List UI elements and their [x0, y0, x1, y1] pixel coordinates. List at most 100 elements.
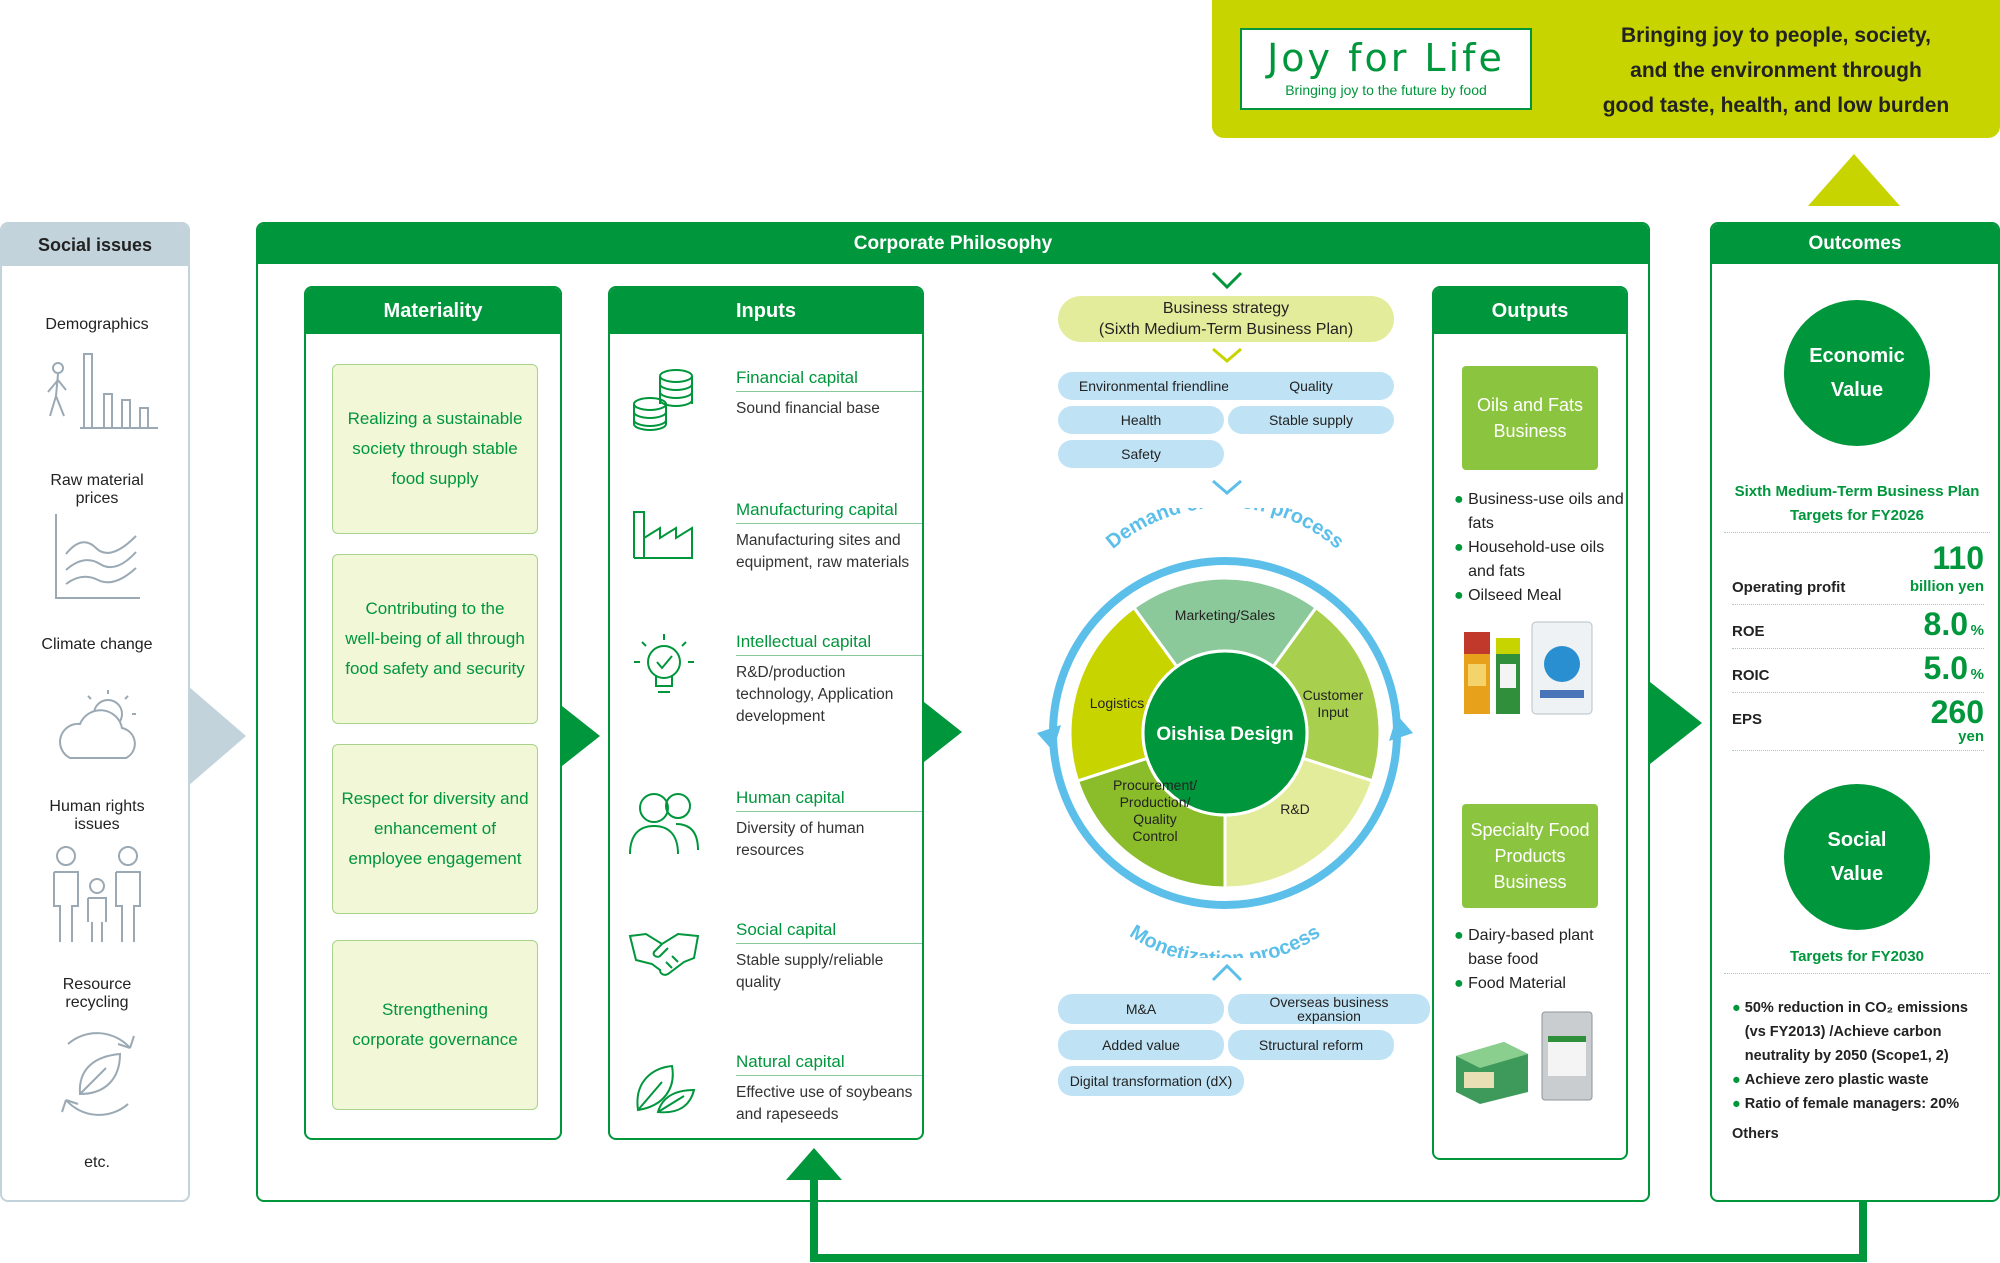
others-label: Others: [1732, 1126, 1779, 1142]
strategy-pill-stable-supply: Stable supply: [1228, 406, 1394, 434]
family-icon: [53, 846, 141, 942]
issue-demographics: Demographics: [45, 316, 149, 333]
plan-targets-title: Sixth Medium-Term Business Plan Targets …: [1724, 480, 1990, 533]
strategy-pill-quality: Quality: [1228, 372, 1394, 400]
price-chart-icon: [55, 514, 140, 599]
factory-icon: [633, 511, 693, 559]
outcomes-title: Outcomes: [1712, 224, 1998, 264]
specialty-food-items: ● Dairy-based plant base food ● Food Mat…: [1454, 927, 1594, 992]
issues-to-philosophy-arrow: [188, 686, 246, 786]
oils-fats-items: ● Business-use oils and fats ● Household…: [1454, 491, 1624, 604]
demand-creation-label: Demand creation process: [1102, 508, 1348, 553]
kpi-roic: ROIC 5.0 %: [1732, 648, 1984, 693]
business-strategy-pill: Business strategy (Sixth Medium-Term Bus…: [1058, 296, 1394, 342]
coins-icon: [633, 369, 693, 431]
input-title: Manufacturing capital: [736, 500, 922, 524]
specialty-food-business-box: Specialty Food Products Business: [1462, 804, 1598, 908]
recycling-leaf-icon: [61, 1032, 135, 1116]
strategy-pill-dx: Digital transformation (dX): [1058, 1066, 1244, 1096]
strategy-pill-overseas: Overseas business expansion: [1228, 994, 1430, 1024]
logo-title: Joy for Life: [1267, 36, 1505, 80]
input-desc: Sound financial base: [736, 400, 880, 417]
inputs-panel: Inputs Financial capital Sound financial…: [608, 286, 924, 1140]
chevron-up-icon: [1211, 963, 1243, 982]
input-item-intellectual: Intellectual capital R&D/production tech…: [628, 628, 928, 738]
kpi-roe: ROE 8.0 %: [1732, 604, 1984, 649]
oils-fats-business-box: Oils and Fats Business: [1462, 366, 1598, 470]
lightbulb-icon: [634, 634, 694, 693]
value-creation-cycle: Demand creation process Monetization pro…: [1037, 508, 1413, 958]
cloud-sun-icon: [59, 690, 136, 759]
input-desc: Manufacturing sites and equipment, raw m…: [736, 532, 910, 571]
ring-arrow-right: [1389, 715, 1413, 741]
kpi-eps: EPS 260 yen: [1732, 692, 1984, 751]
kpi-operating-profit: Operating profit 110 billion yen: [1732, 540, 1984, 605]
issue-climate-change: Climate change: [41, 636, 153, 653]
input-item-manufacturing: Manufacturing capital Manufacturing site…: [628, 496, 928, 606]
food-products-image: [1456, 1011, 1593, 1104]
social-targets-list: ● 50% reduction in CO₂ emissions (vs FY2…: [1732, 996, 1994, 1146]
economic-value-circle: Economic Value: [1784, 300, 1930, 446]
input-item-human: Human capital Diversity of human resourc…: [628, 784, 928, 894]
strategy-pill-ma: M&A: [1058, 994, 1224, 1024]
input-desc: Diversity of human resources: [736, 820, 865, 859]
materiality-title: Materiality: [306, 288, 560, 334]
joy-for-life-logo: Joy for Life Bringing joy to the future …: [1240, 28, 1532, 110]
cycle-segment-label: Logistics: [1090, 695, 1144, 711]
feedback-loop-arrow: [786, 1148, 1867, 1262]
input-title: Social capital: [736, 920, 922, 944]
oishisa-design-label: Oishisa Design: [1156, 724, 1293, 745]
input-title: Intellectual capital: [736, 632, 922, 656]
input-title: Financial capital: [736, 368, 922, 392]
input-item-financial: Financial capital Sound financial base: [628, 364, 928, 474]
up-arrow-to-banner: [1808, 154, 1900, 206]
ring-arrow-left: [1037, 725, 1061, 751]
people-icon: [629, 793, 699, 855]
joy-for-life-banner: Joy for Life Bringing joy to the future …: [1212, 0, 2000, 138]
social-value-circle: Social Value: [1784, 784, 1930, 930]
strategy-pill-safety: Safety: [1058, 440, 1224, 468]
outcomes-panel: Outcomes Economic Value Sixth Medium-Ter…: [1710, 222, 2000, 1202]
handshake-icon: [628, 932, 700, 976]
input-title: Natural capital: [736, 1052, 922, 1076]
issues-etc: etc.: [84, 1154, 110, 1171]
outputs-title: Outputs: [1434, 288, 1626, 334]
cycle-segment-label: Marketing/Sales: [1175, 607, 1275, 623]
cycle-segments: [1068, 576, 1382, 890]
outputs-panel: Outputs Oils and Fats Business ● Busines…: [1432, 286, 1628, 1160]
cycle-segment-label: R&D: [1280, 801, 1310, 817]
oil-products-image: [1464, 621, 1593, 715]
social-targets-title: Targets for FY2030: [1724, 948, 1990, 974]
chevron-down-icon: [1212, 347, 1242, 363]
chevron-down-icon: [1212, 479, 1242, 495]
logo-subtitle: Bringing joy to the future by food: [1285, 82, 1487, 98]
chevron-down-icon: [1211, 271, 1243, 290]
inputs-title: Inputs: [610, 288, 922, 334]
oishisa-center: [1141, 649, 1309, 817]
banner-statement: Bringing joy to people, society, and the…: [1602, 24, 1950, 117]
input-item-natural: Natural capital Effective use of soybean…: [628, 1048, 928, 1158]
strategy-pill-added-value: Added value: [1058, 1030, 1224, 1060]
input-desc: Stable supply/reliable quality: [736, 952, 884, 991]
strategy-pill-health: Health: [1058, 406, 1224, 434]
input-desc: R&D/production technology, Application d…: [736, 664, 894, 725]
social-issues-title: Social issues: [2, 224, 188, 266]
strategy-pill-structural-reform: Structural reform: [1228, 1030, 1394, 1060]
input-title: Human capital: [736, 788, 922, 812]
monetization-label: Monetization process: [1126, 921, 1324, 958]
outputs-to-outcomes-arrow: [1650, 682, 1702, 764]
input-item-social: Social capital Stable supply/reliable qu…: [628, 916, 928, 1026]
corporate-philosophy-title: Corporate Philosophy: [258, 224, 1648, 264]
input-desc: Effective use of soybeans and rapeseeds: [736, 1084, 913, 1123]
demographics-icon: [47, 353, 158, 429]
